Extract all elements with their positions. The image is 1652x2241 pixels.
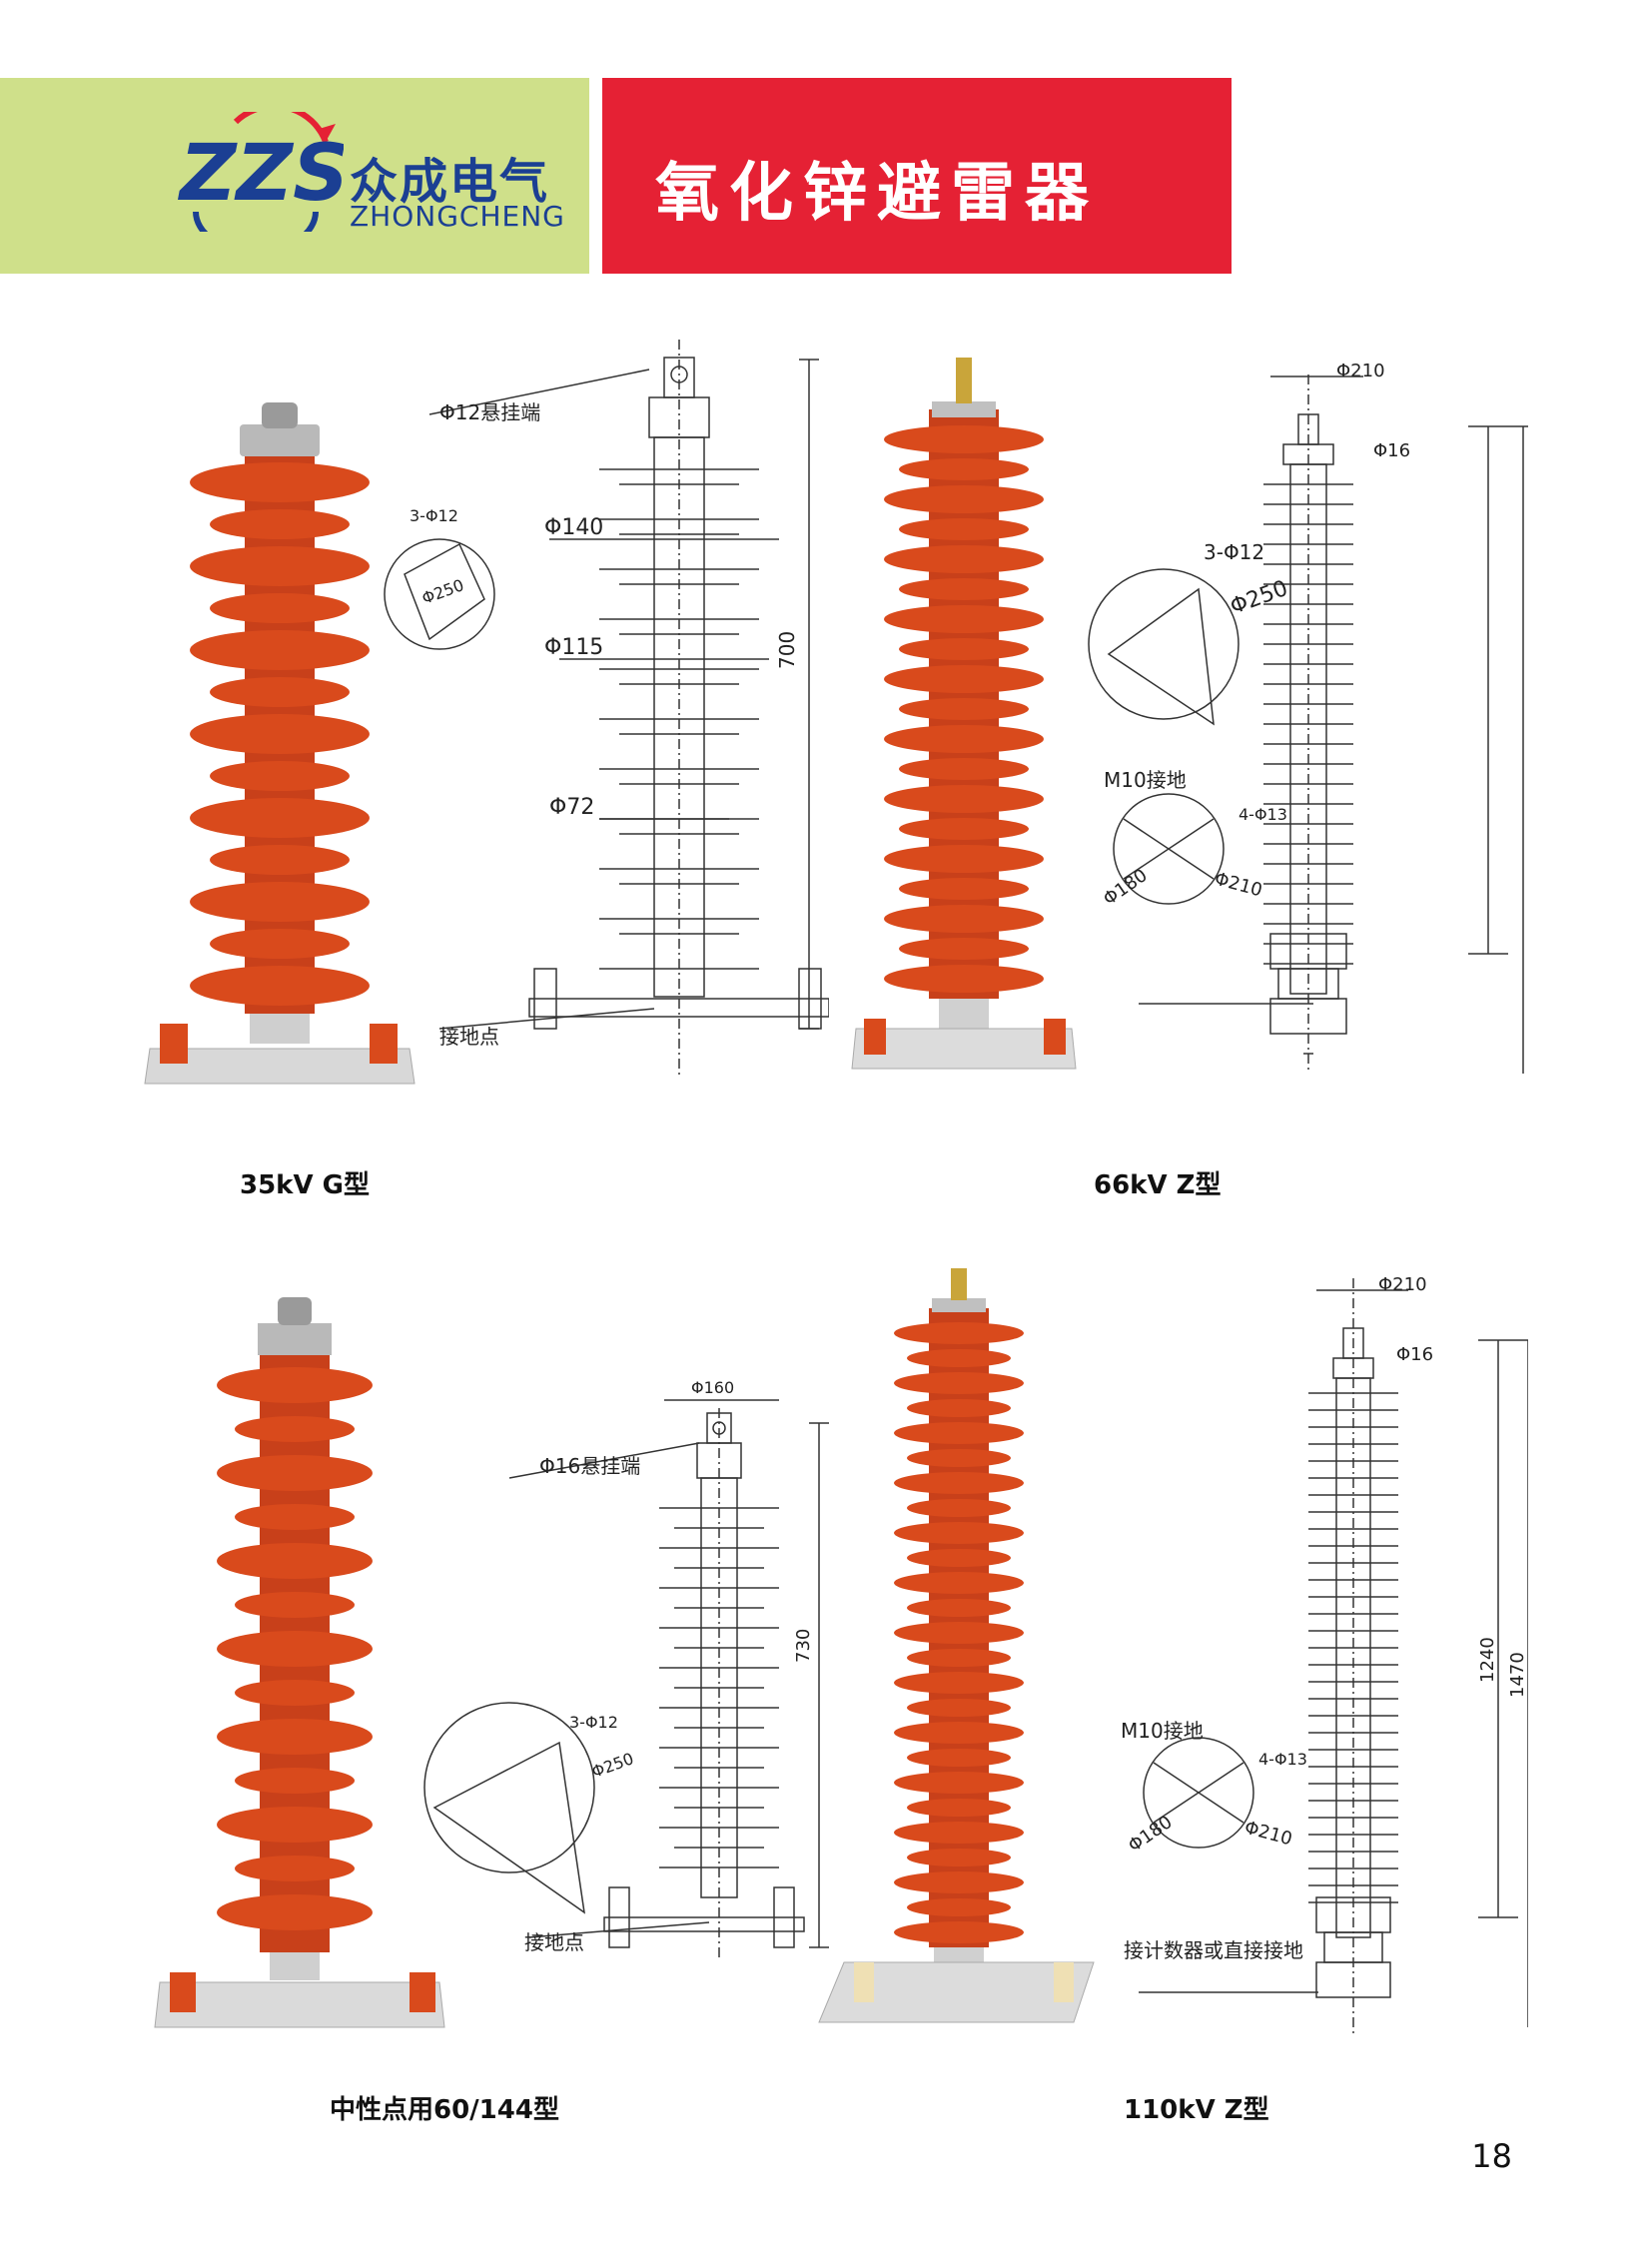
arrester-photo-35kv xyxy=(144,402,415,1085)
label-d72: Φ72 xyxy=(549,795,594,820)
label-height: 730 xyxy=(793,1629,814,1663)
label-m10: M10接地 xyxy=(1104,768,1187,792)
brand-name-en: ZHONGCHENG xyxy=(350,200,565,233)
label-top-dia: Φ210 xyxy=(1336,361,1385,381)
label-base-dia: Φ250 xyxy=(589,1749,636,1782)
zcs-logo-icon: ZZS xyxy=(177,112,344,232)
label-d210: Φ210 xyxy=(1242,1818,1294,1851)
page-title: 氧化锌避雷器 xyxy=(655,157,1099,231)
arrester-sheds xyxy=(217,1367,373,1930)
label-ground: 接计数器或直接接地 xyxy=(1124,1938,1303,1962)
header-title-band xyxy=(602,78,1232,274)
arrester-photo-66kv xyxy=(851,358,1077,1070)
label-h2: 1470 xyxy=(1507,1652,1528,1698)
label-top-dia: Φ160 xyxy=(691,1378,734,1397)
arrester-sheds xyxy=(894,1322,1024,1943)
drawing-sheds xyxy=(1263,483,1353,965)
arrester-photo-60-144 xyxy=(154,1297,445,2028)
label-holes: 3-Φ12 xyxy=(1204,540,1264,564)
label-m10: M10接地 xyxy=(1121,1719,1204,1743)
drawing-35kv: Φ12悬挂端 3-Φ12 Φ250 Φ140 Φ115 Φ72 700 接地点 xyxy=(384,340,829,1079)
label-d115: Φ115 xyxy=(544,635,603,660)
label-top-dia: Φ210 xyxy=(1378,1274,1427,1295)
caption-60-144: 中性点用60/144型 xyxy=(330,2095,559,2125)
drawing-sheds xyxy=(659,1507,779,1868)
label-holes4: 4-Φ13 xyxy=(1258,1750,1307,1769)
brand-name-cn: 众成电气 xyxy=(350,154,550,210)
label-base-dia: Φ250 xyxy=(1228,576,1291,620)
svg-text:ZZS: ZZS xyxy=(177,129,344,219)
label-ground: 接地点 xyxy=(524,1930,584,1954)
caption-35kv: 35kV G型 xyxy=(240,1170,370,1200)
label-hang-end: Φ12悬挂端 xyxy=(439,400,540,424)
drawing-sheds xyxy=(1308,1392,1398,1903)
arrester-sheds xyxy=(884,425,1044,993)
caption-110kv: 110kV Z型 xyxy=(1124,2095,1269,2125)
label-d210: Φ210 xyxy=(1213,869,1264,902)
label-holes4: 4-Φ13 xyxy=(1239,805,1287,824)
label-holes: 3-Φ12 xyxy=(569,1713,618,1732)
arrester-sheds xyxy=(190,462,370,1006)
label-ground: 接地点 xyxy=(439,1025,499,1049)
arrester-photo-110kv xyxy=(818,1268,1095,2023)
header-brand-band xyxy=(0,78,589,274)
label-base-dia: Φ250 xyxy=(419,575,466,608)
label-hang-end: Φ16悬挂端 xyxy=(539,1454,640,1478)
label-height: 700 xyxy=(775,631,799,669)
label-d180: Φ180 xyxy=(1100,865,1152,910)
label-pin: Φ16 xyxy=(1373,440,1410,461)
label-h1: 1240 xyxy=(1477,1637,1498,1683)
label-holes: 3-Φ12 xyxy=(410,506,458,525)
page-number: 18 xyxy=(1471,2137,1512,2175)
label-pin: Φ16 xyxy=(1396,1344,1433,1365)
caption-66kv: 66kV Z型 xyxy=(1094,1170,1222,1200)
drawing-110kv: Φ210 Φ16 1240 1470 M10接地 4-Φ13 Φ180 Φ210… xyxy=(1121,1274,1528,2037)
label-d140: Φ140 xyxy=(544,515,603,540)
drawing-66kv: Φ210 Φ16 3-Φ12 Φ250 M10接地 4-Φ13 Φ180 Φ21… xyxy=(1088,361,1528,1074)
drawing-60-144: Φ160 Φ16悬挂端 730 3-Φ12 Φ250 接地点 xyxy=(423,1378,829,1957)
